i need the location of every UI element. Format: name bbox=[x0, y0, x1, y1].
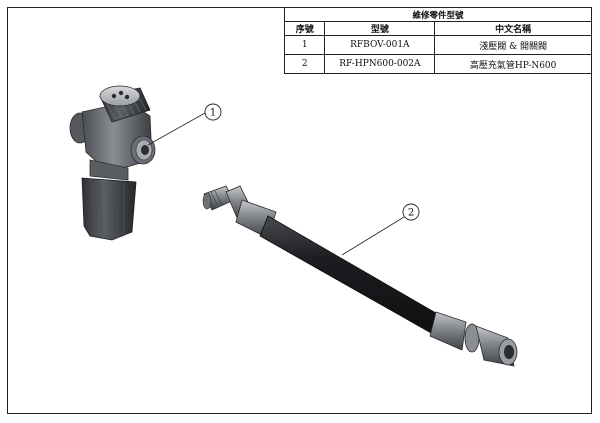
balloon-2-label: 2 bbox=[408, 208, 414, 219]
row-1-no: 1 bbox=[283, 35, 326, 55]
parts-table: 維修零件型號 序號 型號 中文名稱 1 RFBOV-001A 淺壓閥 & 開關閥… bbox=[283, 7, 592, 74]
row-2-name: 高壓充氣管HP-N600 bbox=[434, 54, 592, 74]
balloon-1: 1 bbox=[147, 103, 222, 146]
hose-part bbox=[202, 185, 518, 367]
row-2-no: 2 bbox=[283, 54, 326, 74]
balloon-2: 2 bbox=[341, 203, 420, 256]
row-2-model: RF-HPN600-002A bbox=[324, 54, 436, 74]
valve-part bbox=[69, 85, 156, 241]
table-row: 2 RF-HPN600-002A 高壓充氣管HP-N600 bbox=[283, 54, 592, 74]
balloon-1-label: 1 bbox=[210, 108, 216, 119]
